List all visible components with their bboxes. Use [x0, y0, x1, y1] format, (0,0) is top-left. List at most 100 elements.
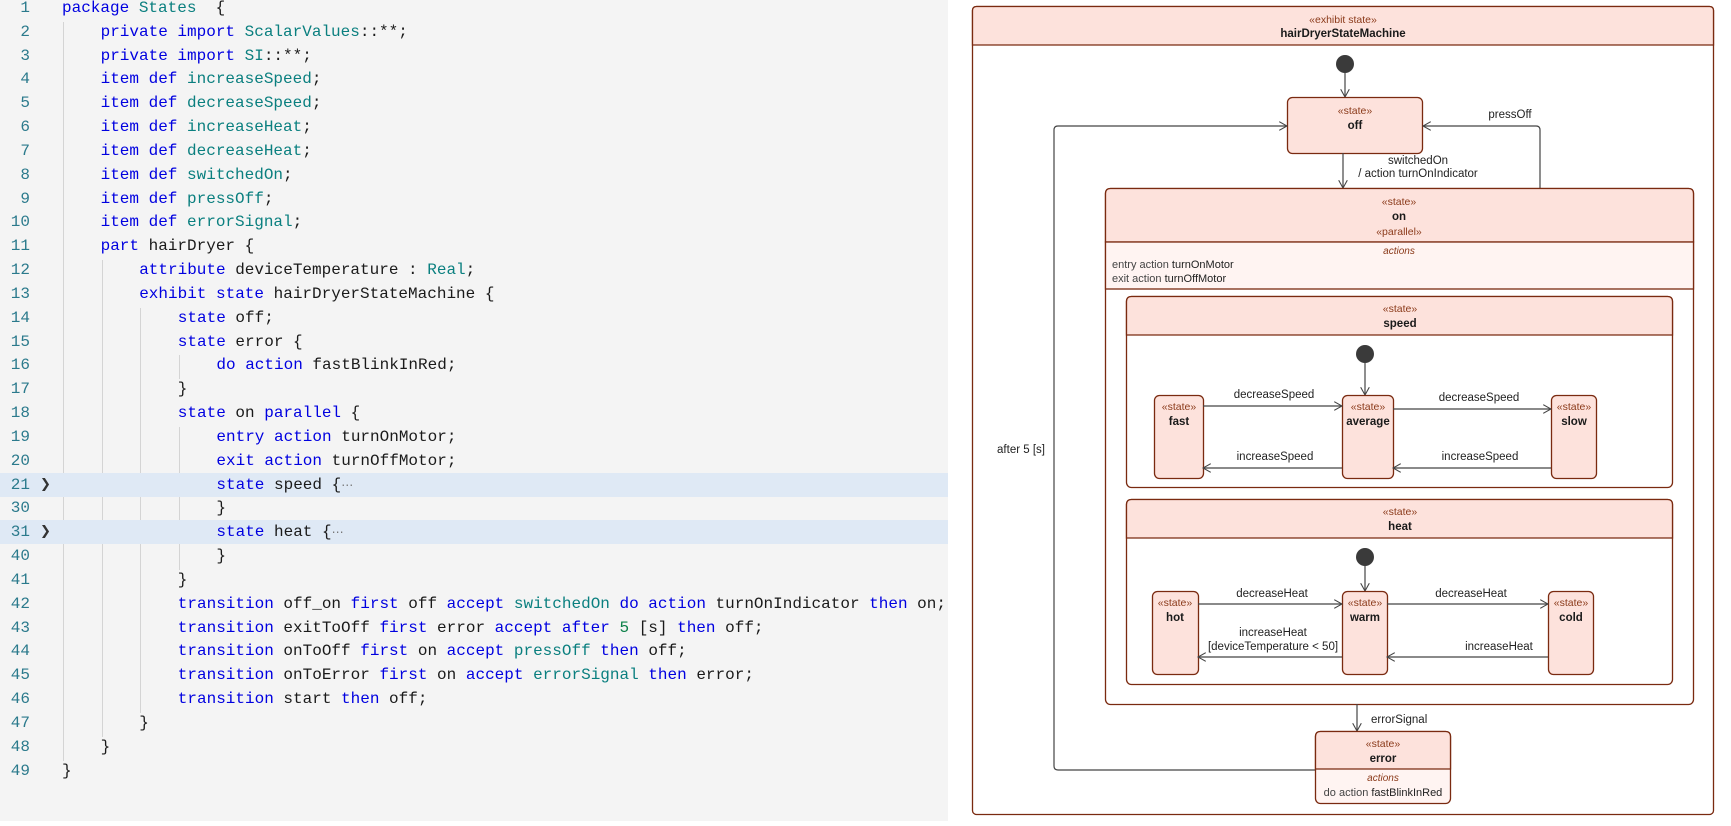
code-token: switchedOn	[187, 165, 284, 184]
chevron-right-icon[interactable]: ❯	[40, 476, 51, 492]
code-text: transition onToOff first on accept press…	[178, 639, 687, 663]
state-on-entry-action: entry action turnOnMotor	[1112, 259, 1234, 271]
state-fast[interactable]: «state» fast	[1153, 394, 1205, 480]
state-warm[interactable]: «state» warm	[1341, 590, 1389, 676]
code-line[interactable]: 21❯state speed {⋯	[0, 472, 948, 498]
code-text: item def switchedOn;	[101, 163, 293, 187]
code-token: SI	[244, 46, 264, 65]
code-token: }	[216, 499, 226, 518]
line-number: 11	[10, 237, 30, 256]
line-number: 15	[10, 332, 30, 351]
code-text: part hairDryer {	[101, 234, 255, 258]
code-line[interactable]: 15 state error {	[0, 330, 948, 354]
code-token: onToOff	[283, 642, 361, 661]
state-fast-name: fast	[1169, 416, 1190, 428]
code-line[interactable]: 31❯state heat {⋯	[0, 520, 948, 545]
code-text: item def errorSignal;	[101, 210, 303, 234]
state-heat-stereotype: «state»	[1383, 506, 1418, 518]
state-heat[interactable]: «state» heat	[1125, 498, 1674, 686]
code-token: item def	[100, 118, 188, 137]
state-diagram-panel[interactable]: «exhibit state» hairDryerStateMachine «s…	[948, 0, 1731, 821]
line-number: 19	[10, 427, 30, 446]
code-text: package States {	[62, 0, 225, 20]
code-token: }	[100, 737, 111, 756]
code-token: item def	[100, 70, 188, 89]
state-off[interactable]: «state» off	[1286, 96, 1424, 155]
transition-on-to-off[interactable]	[1423, 126, 1541, 188]
code-text: transition exitToOff first error accept …	[178, 616, 764, 640]
code-line[interactable]: 48}	[0, 735, 948, 759]
code-token: ::**;	[263, 46, 312, 65]
transition-off-on-trigger: switchedOn	[1388, 155, 1448, 167]
code-token: error {	[235, 332, 303, 351]
line-number: 1	[20, 0, 30, 17]
code-token: ;	[311, 70, 322, 89]
state-average-name: average	[1346, 416, 1389, 428]
code-token: fastBlinkInRed;	[312, 356, 457, 375]
code-token: accept	[446, 594, 514, 613]
state-hot[interactable]: «state» hot	[1151, 590, 1200, 676]
code-line[interactable]: 11 part hairDryer {	[0, 234, 948, 258]
code-token: off;	[648, 642, 687, 661]
state-error[interactable]: «state» error actions do action fastBlin…	[1314, 730, 1452, 805]
code-line[interactable]: 40}	[0, 544, 948, 568]
code-token: 5	[619, 618, 639, 637]
state-slow[interactable]: «state» slow	[1550, 394, 1598, 480]
chevron-right-icon[interactable]: ❯	[40, 524, 51, 540]
code-line[interactable]: 43 transition exitToOff first error accep…	[0, 616, 948, 640]
transition-warm-hot-trigger: increaseHeat	[1239, 627, 1308, 639]
code-token: ;	[311, 94, 322, 113]
code-text: entry action turnOnMotor;	[216, 425, 456, 449]
code-text: }	[139, 711, 149, 735]
code-token: off_on	[283, 594, 351, 613]
code-text: do action fastBlinkInRed;	[216, 353, 456, 377]
code-line[interactable]: 30}	[0, 496, 948, 520]
code-line[interactable]: 19 entry action turnOnMotor;	[0, 425, 948, 449]
state-average[interactable]: «state» average	[1341, 394, 1395, 480]
code-line[interactable]: 49}	[0, 759, 948, 783]
transition-exit-to-off[interactable]	[1053, 126, 1315, 771]
code-token: then	[869, 594, 918, 613]
line-number: 43	[10, 618, 30, 637]
code-token: onToError	[283, 666, 380, 685]
line-number: 12	[10, 261, 30, 280]
state-cold[interactable]: «state» cold	[1547, 590, 1595, 676]
code-line[interactable]: 1 package States {	[0, 0, 948, 20]
code-text: state speed {⋯	[216, 473, 353, 498]
code-line[interactable]: 17}	[0, 377, 948, 401]
code-token: state	[177, 332, 236, 351]
code-token: error;	[696, 666, 754, 685]
code-line[interactable]: 47}	[0, 711, 948, 735]
initial-node-root	[1336, 55, 1354, 73]
code-token: do action	[619, 594, 716, 613]
state-speed[interactable]: «state» speed	[1125, 295, 1674, 489]
code-token: deviceTemperature :	[235, 261, 428, 280]
line-number: 40	[10, 547, 30, 566]
code-token: attribute	[139, 261, 236, 280]
code-token: ;	[292, 213, 303, 232]
code-token: exhibit state	[139, 284, 274, 303]
code-token: error	[437, 618, 495, 637]
code-token: States	[138, 0, 197, 17]
code-line[interactable]: 41}	[0, 568, 948, 592]
